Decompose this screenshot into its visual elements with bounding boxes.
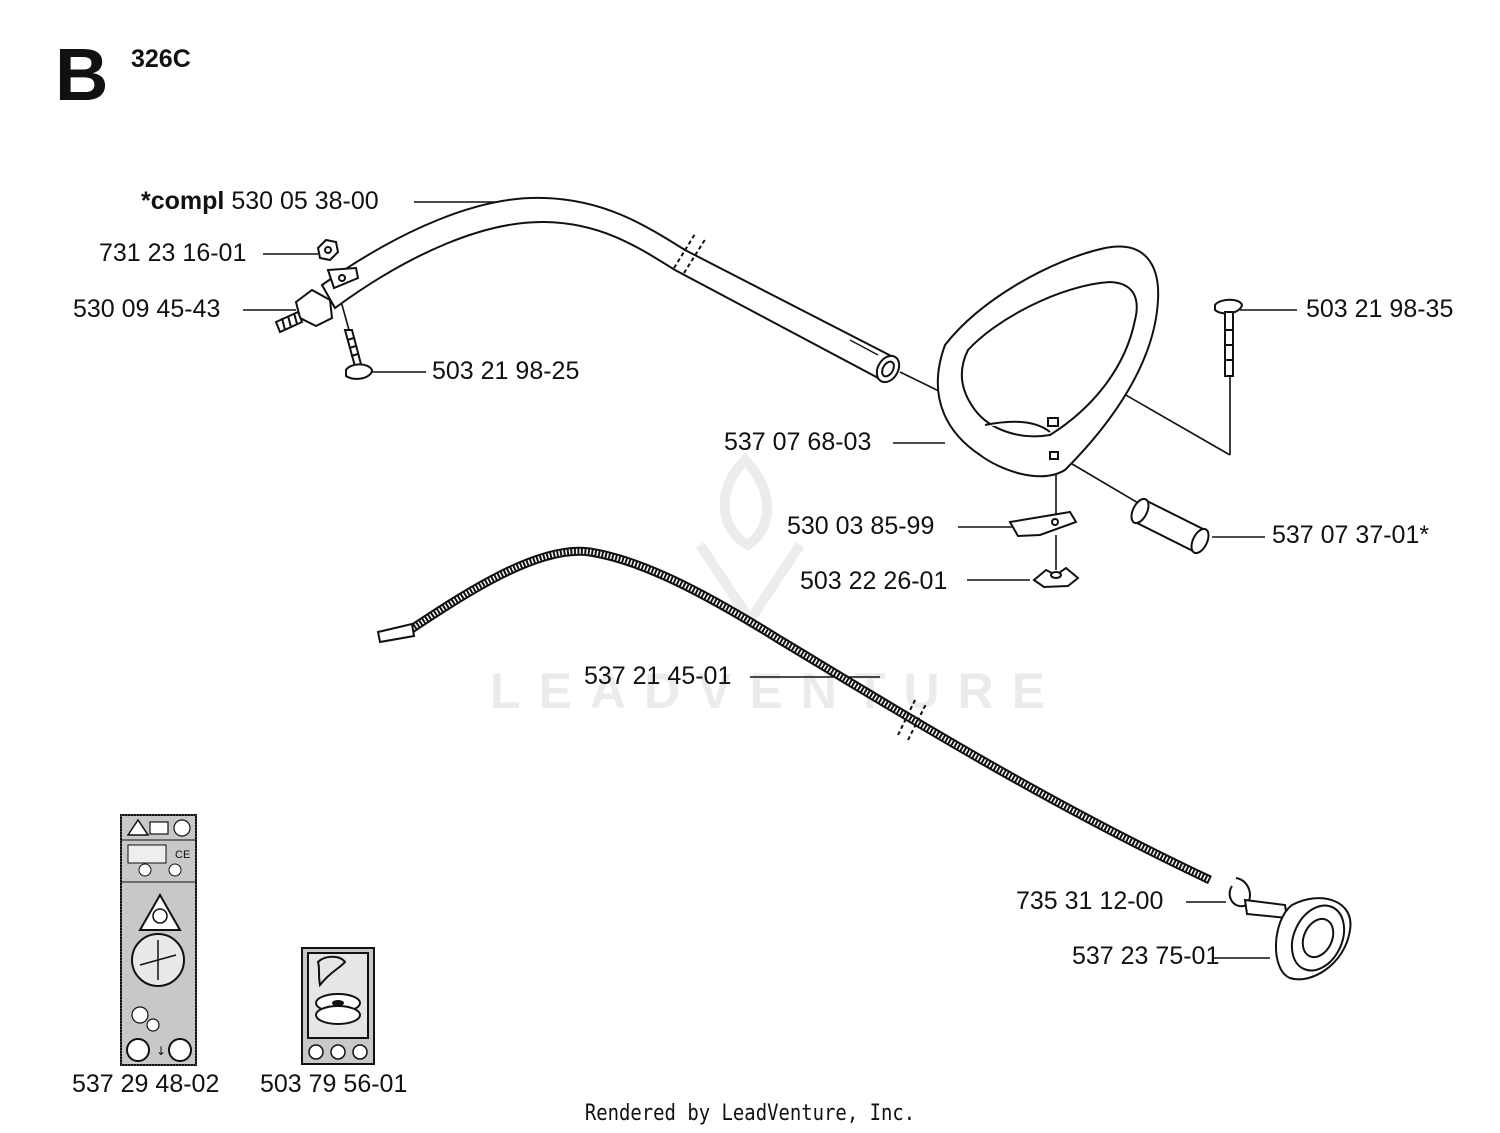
drive-shaft-tube (320, 196, 901, 384)
footer-credit: Rendered by LeadVenture, Inc. (584, 1101, 916, 1126)
label-shaft: *compl 530 05 38-00 (141, 189, 379, 214)
wing-nut-part (1032, 566, 1080, 589)
label-bracket: 530 03 85-99 (787, 512, 935, 540)
clamp-plate-part (326, 266, 360, 290)
svg-text:↓: ↓ (156, 1044, 166, 1058)
model-number: 326C (131, 45, 191, 73)
warning-decal-part: CE ↓ (120, 814, 197, 1066)
label-drum: 537 23 75-01 (1072, 942, 1220, 970)
label-decal-warning: 537 29 48-02 (72, 1070, 220, 1098)
label-clip: 735 31 12-00 (1016, 887, 1164, 915)
clutch-drum-part (1243, 897, 1352, 981)
label-sleeve: 537 07 37-01* (1272, 521, 1430, 549)
label-drive-cable: 537 21 45-01 (584, 662, 732, 690)
watermark-text: LEADVENTURE (490, 663, 1064, 719)
label-screw-left: 503 21 98-25 (432, 357, 580, 385)
loop-handle-part (936, 245, 1160, 478)
label-nut: 731 23 16-01 (99, 239, 247, 267)
label-handle: 537 07 68-03 (724, 428, 872, 456)
label-shaft-number: 530 05 38-00 (231, 187, 379, 215)
bolt-right-part (1214, 298, 1244, 377)
screw-left-part (343, 329, 374, 380)
svg-text:CE: CE (175, 849, 190, 861)
section-letter: B (55, 33, 109, 116)
hex-nut-part (316, 238, 340, 262)
watermark-logo (695, 452, 805, 630)
bracket-part (1008, 510, 1078, 538)
drive-cable-part (376, 546, 1212, 885)
trimmer-decal-part (301, 947, 375, 1065)
label-wing-nut: 503 22 26-01 (800, 567, 948, 595)
label-shaft-prefix: *compl (141, 187, 225, 215)
label-decal-trimmer: 503 79 56-01 (260, 1070, 408, 1098)
label-nipple: 530 09 45-43 (73, 295, 221, 323)
nipple-part (274, 288, 334, 334)
sleeve-part (1130, 497, 1210, 555)
label-bolt: 503 21 98-35 (1306, 295, 1454, 323)
clip-part (1228, 877, 1251, 908)
